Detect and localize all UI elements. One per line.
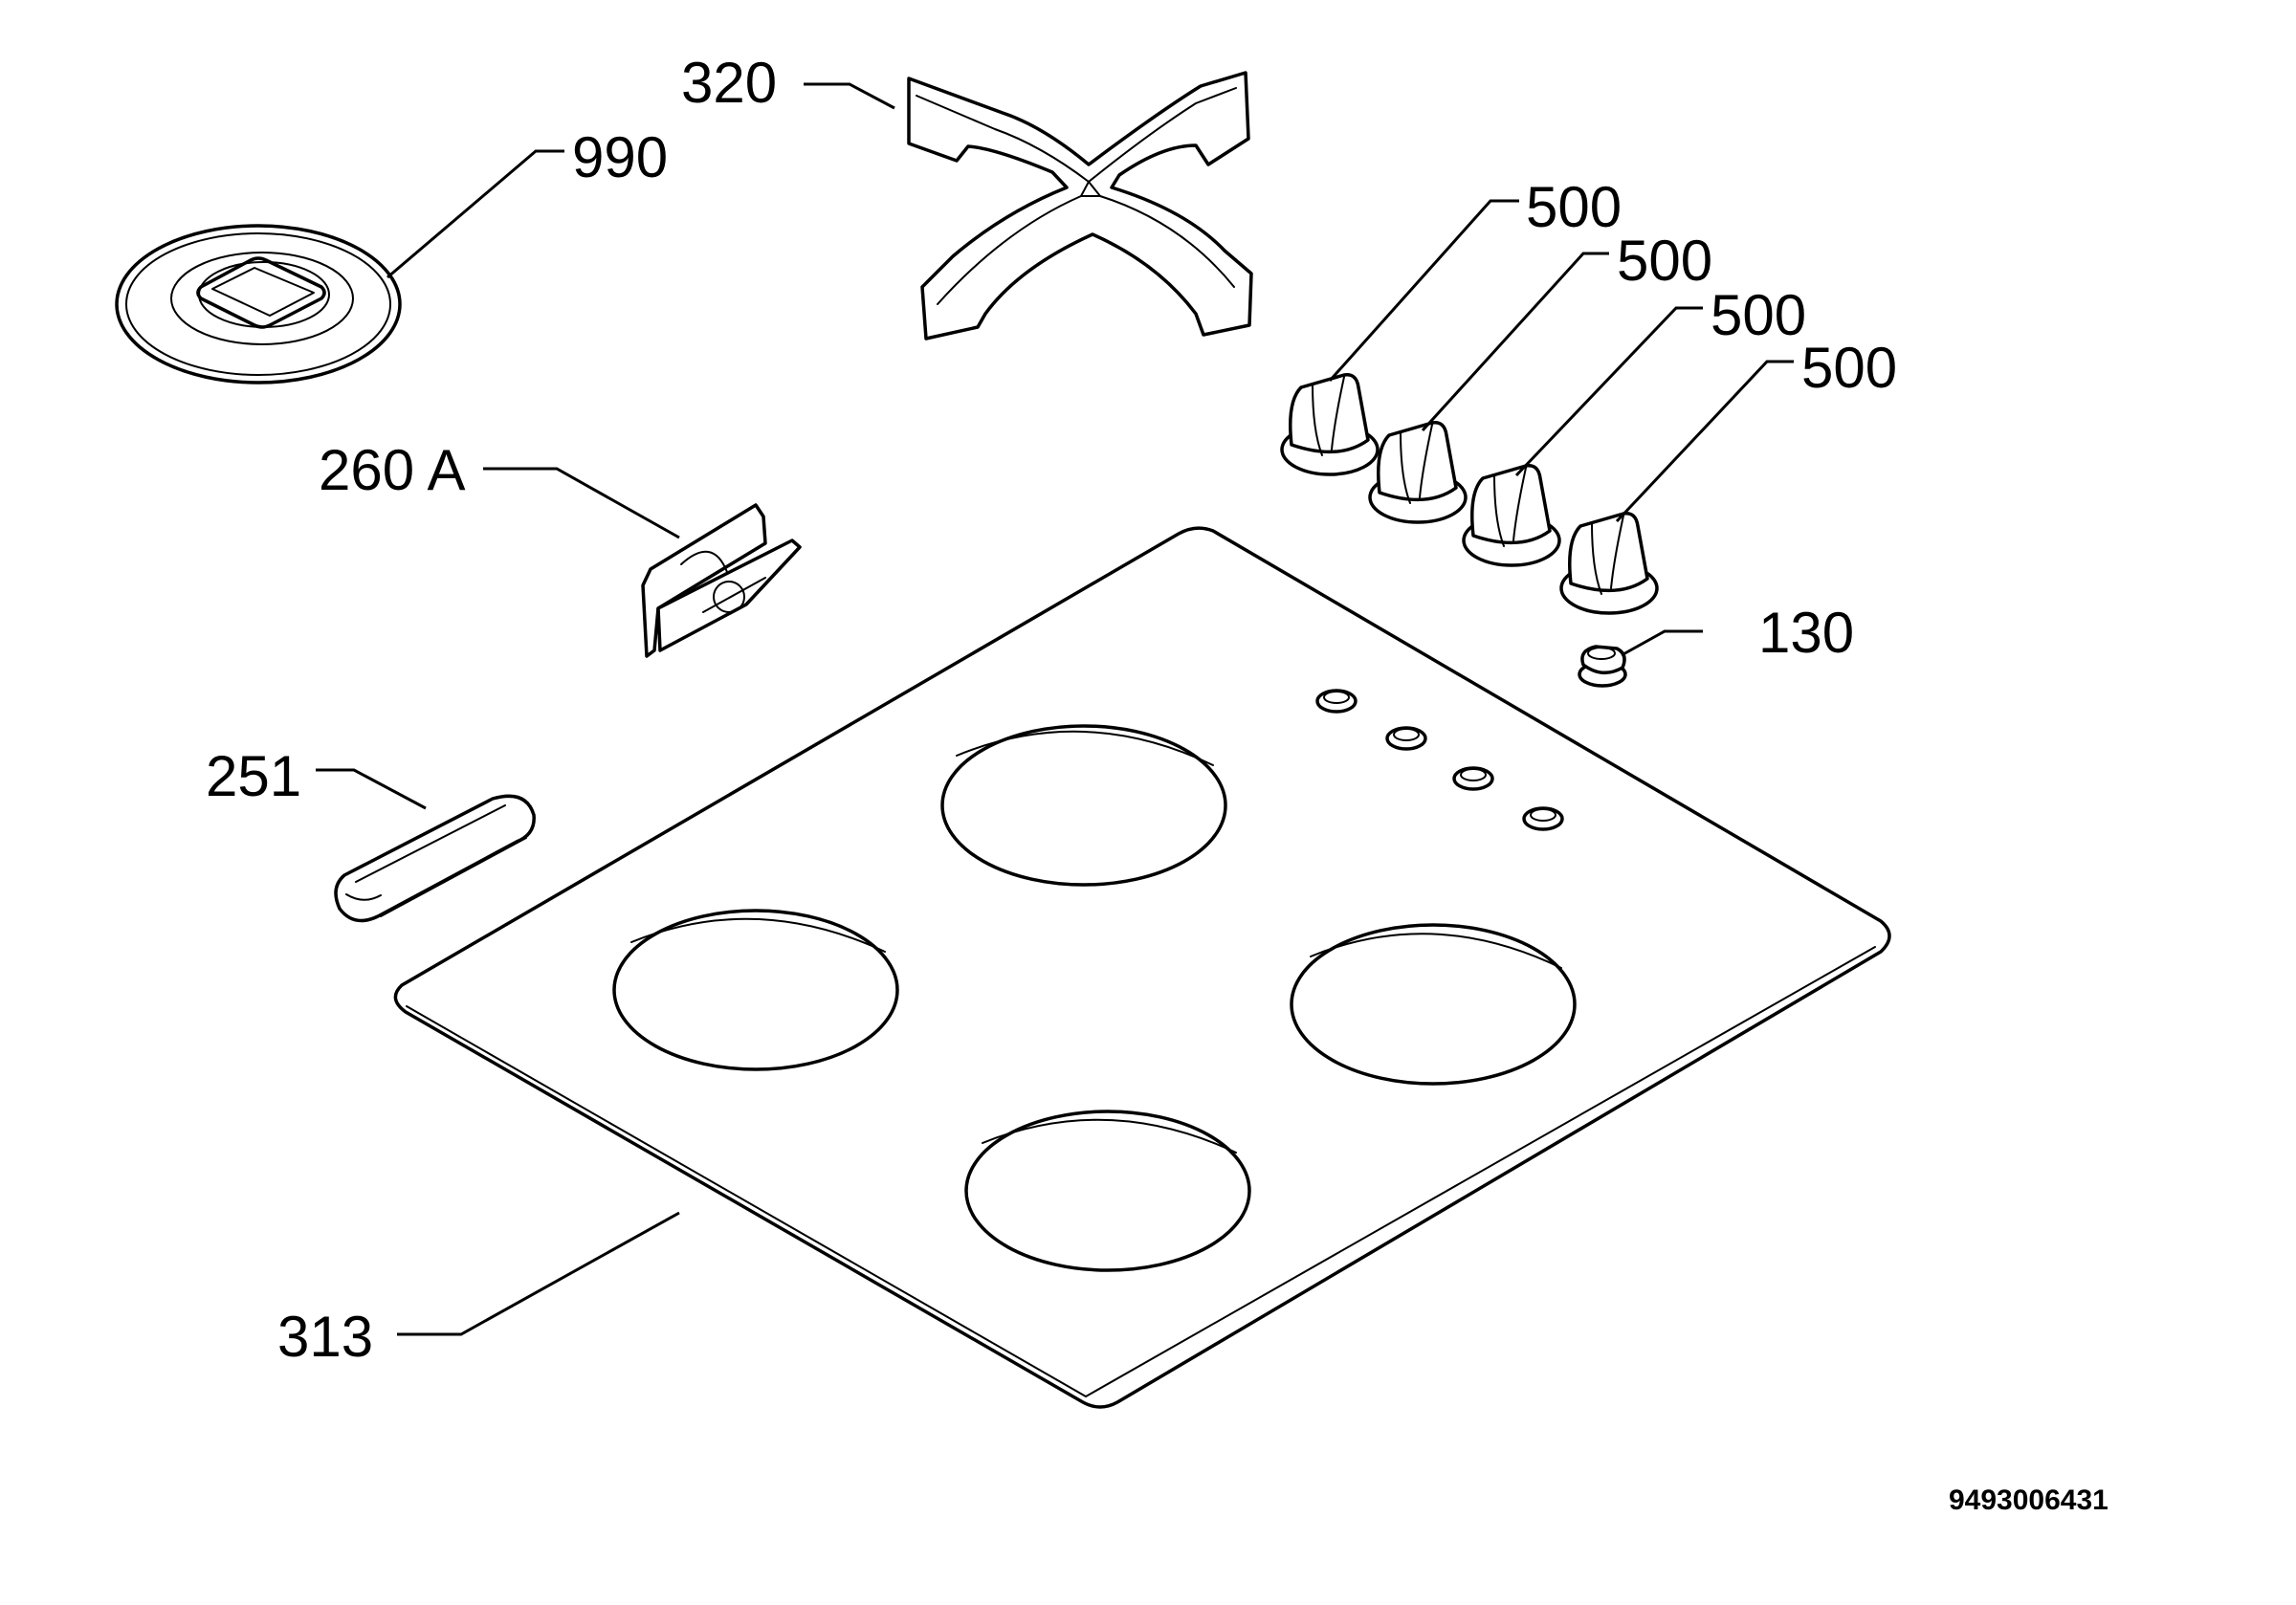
burner-hole-front [964, 1110, 1251, 1272]
knob-holes [1315, 689, 1564, 831]
callout-500-1: 500 [1526, 175, 1622, 239]
burner-hole-right [1290, 923, 1577, 1086]
callout-260a: 260 A [319, 438, 466, 502]
callout-320: 320 [681, 51, 777, 115]
callout-500-3: 500 [1711, 283, 1806, 347]
callout-990: 990 [572, 125, 668, 189]
control-knob-4 [1559, 512, 1659, 615]
burner-hole-back [940, 724, 1227, 887]
callout-130: 130 [1758, 601, 1854, 665]
fixing-clip [334, 794, 536, 923]
pan-support-grid [907, 71, 1253, 341]
hob-top-plate [393, 526, 1891, 1409]
spring-bush [1578, 645, 1627, 688]
callout-500-2: 500 [1617, 229, 1712, 293]
callout-500-4: 500 [1801, 336, 1897, 400]
burner-cover-plate [115, 224, 402, 385]
control-knob-1 [1280, 373, 1380, 476]
callout-251: 251 [206, 744, 301, 808]
burner-hole-left [612, 909, 899, 1071]
control-knob-3 [1462, 464, 1561, 567]
leader-lines [316, 82, 1794, 1336]
mounting-bracket [641, 503, 802, 658]
drawing-number: 9493006431 [1949, 1484, 2108, 1516]
control-knob-2 [1368, 421, 1468, 524]
callout-313: 313 [277, 1305, 373, 1369]
